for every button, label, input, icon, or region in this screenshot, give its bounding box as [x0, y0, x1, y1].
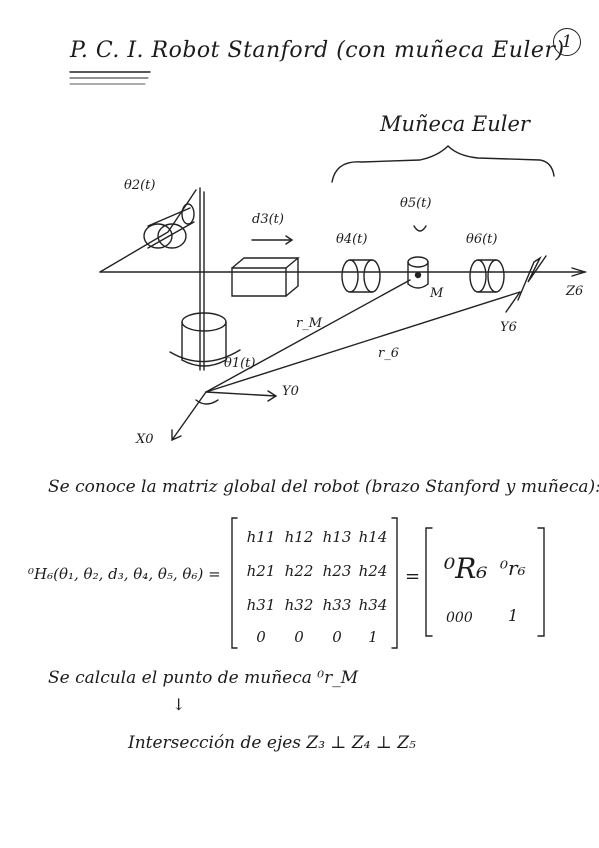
d3-arrow [251, 235, 294, 245]
label-r-6: r_6 [378, 346, 399, 361]
label-point-m: M [430, 286, 444, 301]
theta2-joint [143, 223, 173, 249]
theta4-joint [341, 259, 359, 293]
matrix-cell: h33 [322, 596, 352, 614]
label-y6: Y6 [500, 320, 517, 335]
matrix-cell: 0 [256, 628, 266, 646]
end-effector [517, 255, 547, 301]
intro-text: Se conoce la matriz global del robot (br… [48, 477, 599, 497]
theta5-rotation-arrow [413, 225, 427, 232]
matrix-cell: h32 [284, 596, 314, 614]
y6-axis [505, 291, 521, 313]
wrist-brace [331, 145, 555, 183]
zero-row: 000 [446, 610, 473, 626]
position-block: ⁰r₆ [500, 556, 526, 580]
matrix-cell: h13 [322, 528, 352, 546]
matrix-cell: h21 [246, 562, 276, 580]
matrix-cell: 0 [294, 628, 304, 646]
matrix-cell: h34 [358, 596, 388, 614]
matrix-left-bracket [231, 517, 238, 649]
axes-intersection-text: Intersección de ejes Z₃ ⊥ Z₄ ⊥ Z₅ [128, 733, 416, 753]
shoulder-link [99, 189, 197, 273]
theta5-joint [407, 256, 429, 268]
label-theta1: θ1(t) [224, 356, 256, 371]
theta1-rotation-arrow [169, 349, 241, 363]
equals-sign: = [405, 566, 421, 587]
one-entry: 1 [508, 606, 519, 625]
label-x0: X0 [136, 432, 154, 447]
label-z6: Z6 [566, 284, 584, 299]
matrix-cell: h22 [284, 562, 314, 580]
matrix-cell: h12 [284, 528, 314, 546]
theta6-joint [469, 259, 487, 293]
matrix-right-bracket [391, 517, 398, 649]
x0-axis [171, 391, 207, 442]
label-r-m: r_M [296, 316, 323, 331]
rhs-left-bracket [425, 527, 433, 637]
rhs-right-bracket [537, 527, 545, 637]
matrix-cell: h11 [246, 528, 276, 546]
matrix-cell: h24 [358, 562, 388, 580]
wrist-heading: Muñeca Euler [380, 112, 530, 136]
r-m-vector [205, 279, 411, 393]
page-title: P. C. I. Robot Stanford (con muñeca Eule… [70, 38, 565, 63]
page-number: 1 [553, 28, 581, 56]
label-theta5: θ5(t) [400, 196, 432, 211]
label-theta2: θ2(t) [124, 178, 156, 193]
down-arrow-icon: ↓ [172, 695, 186, 714]
label-theta6: θ6(t) [466, 232, 498, 247]
matrix-cell: h31 [246, 596, 276, 614]
r-6-vector [205, 291, 521, 393]
matrix-lhs: ⁰H₆(θ₁, θ₂, d₃, θ₄, θ₅, θ₆) = [28, 565, 221, 583]
rotation-block: ⁰R₆ [444, 552, 488, 585]
matrix-cell: h23 [322, 562, 352, 580]
label-y0: Y0 [282, 384, 299, 399]
matrix-cell: 1 [368, 628, 378, 646]
matrix-cell: 0 [332, 628, 342, 646]
wrist-point-text: Se calcula el punto de muñeca ⁰r_M [48, 668, 359, 688]
label-theta4: θ4(t) [336, 232, 368, 247]
matrix-cell: h14 [358, 528, 388, 546]
label-d3: d3(t) [252, 212, 284, 227]
y0-axis [205, 390, 278, 402]
